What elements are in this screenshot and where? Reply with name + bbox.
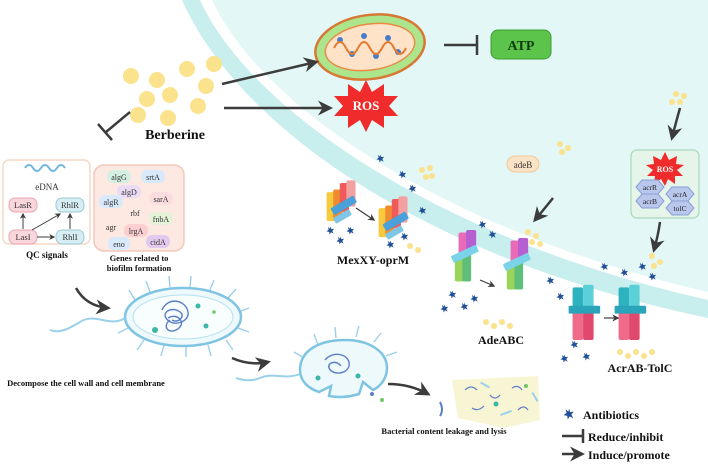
qs-node-lasi: LasI	[15, 232, 30, 242]
mexxy-pump-1	[326, 180, 358, 224]
inhibit-mito-atp	[444, 35, 479, 55]
adeabc-label: AdeABC	[478, 333, 524, 347]
gene-agr: agr	[106, 223, 117, 232]
arrow-to-lysis	[387, 381, 431, 396]
gene-fnb-a: fnbA	[153, 215, 170, 224]
edna-label: eDNA	[35, 182, 59, 192]
biofilm-genes-box: algG srtA algD algR sarA rbf fnbA agr lr…	[93, 164, 185, 252]
gene-eno: eno	[113, 240, 125, 249]
qs-node-lasr: LasR	[14, 200, 32, 210]
qc-signals-label: QC signals	[26, 250, 68, 260]
legend-induce: Induce/promote	[588, 448, 670, 462]
genes-label-line1: Genes related to	[110, 253, 169, 263]
acr-gene-acrr: acrR	[643, 183, 657, 192]
mitochondrion	[314, 13, 426, 81]
edna-icon	[24, 164, 66, 172]
acr-gene-acra: acrA	[673, 190, 688, 199]
arrow-acr-to-acrab	[650, 221, 665, 253]
gene-sar-a: sarA	[153, 195, 168, 204]
berberine-label: Berberine	[145, 128, 205, 143]
legend-antibiotics: Antibiotics	[583, 408, 639, 422]
arrow-adeb-to-adeabc	[533, 197, 554, 223]
gene-srt-a: srtA	[146, 173, 160, 182]
adeabc-pump-1	[450, 229, 479, 282]
berberine-small-clusters	[407, 91, 687, 359]
inhibit-berberine-qs	[97, 111, 131, 141]
qc-signals-box: eDNA LasR RhlR LasI RhlI	[2, 159, 91, 245]
arrow-berberine-mito	[221, 57, 319, 86]
gene-lrg-a: lrgA	[129, 227, 144, 236]
gene-alg-d: algD	[121, 188, 137, 197]
atp-box: ATP	[490, 29, 552, 60]
arrow-adeabc-flow	[479, 279, 496, 288]
acr-gene-tolc: tolC	[674, 204, 687, 213]
ros-main-label: ROS	[353, 98, 380, 113]
atp-label: ATP	[508, 39, 535, 54]
lysis-debris	[439, 376, 540, 428]
leakage-label: Bacterial content leakage and lysis	[381, 426, 507, 436]
gene-alg-r: algR	[103, 198, 119, 207]
genes-label-line2: biofilm formation	[107, 263, 172, 273]
bacterium-intact	[49, 275, 250, 357]
arrow-to-damaged	[231, 356, 271, 372]
ros-small-label: ROS	[657, 165, 674, 174]
gene-cid-a: cidA	[150, 238, 166, 247]
decompose-label: Decompose the cell wall and cell membran…	[7, 378, 165, 388]
acr-gene-acrb: acrB	[643, 197, 657, 206]
antibiotic-legend-icon	[563, 408, 574, 420]
legend: Antibiotics Reduce/inhibit Induce/promot…	[562, 408, 670, 462]
adeb-label: adeB	[514, 160, 533, 170]
mexxy-label: MexXY-oprM	[337, 253, 409, 267]
gene-rbf: rbf	[130, 209, 140, 218]
berberine-particles	[123, 56, 222, 126]
inhibit-legend-icon	[562, 429, 585, 443]
acrab-pump-1	[568, 284, 601, 340]
legend-reduce: Reduce/inhibit	[588, 430, 663, 444]
qs-node-rhlr: RhlR	[61, 200, 79, 210]
bacterium-damaged	[235, 325, 398, 402]
acr-regulation-box: ROS acrR acrA acrB tolC	[630, 149, 700, 219]
ros-burst: ROS	[334, 80, 398, 132]
arrow-to-bacterium	[74, 287, 111, 315]
gene-alg-g: algG	[111, 173, 127, 182]
arrow-mexxy-flow	[355, 207, 376, 221]
acrab-label: AcrAB-TolC	[608, 361, 673, 375]
qs-node-rhli: RhlI	[62, 232, 77, 242]
arrow-berberine-to-acr	[667, 107, 683, 141]
